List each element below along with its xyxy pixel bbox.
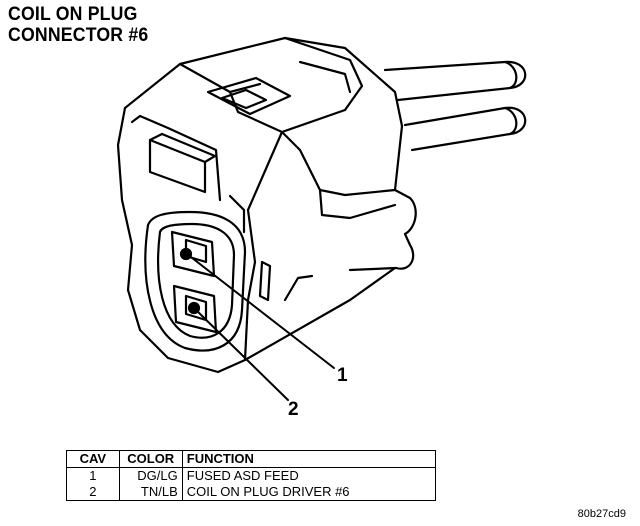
callout-1: 1 xyxy=(337,365,348,386)
cell-function: FUSED ASD FEED xyxy=(181,467,437,484)
header-cav: CAV xyxy=(66,450,120,468)
cell-color: DG/LG xyxy=(118,467,183,484)
connector-front-face xyxy=(116,106,284,374)
cell-cav: 1 xyxy=(66,467,120,484)
connector-housing-top xyxy=(123,36,404,134)
cell-color: TN/LB xyxy=(118,484,183,501)
pinout-table: CAV COLOR FUNCTION 1 DG/LG FUSED ASD FEE… xyxy=(66,450,437,501)
header-function: FUNCTION xyxy=(181,450,437,468)
cell-cav: 2 xyxy=(66,484,120,501)
header-color: COLOR xyxy=(118,450,183,468)
callout-2: 2 xyxy=(288,399,299,420)
table-row: 1 DG/LG FUSED ASD FEED xyxy=(66,467,437,484)
figure-code: 80b27cd9 xyxy=(577,508,626,520)
title-line-2: CONNECTOR #6 xyxy=(8,25,149,46)
table-header-row: CAV COLOR FUNCTION xyxy=(66,450,437,468)
table-row: 2 TN/LB COIL ON PLUG DRIVER #6 xyxy=(66,484,437,501)
cell-function: COIL ON PLUG DRIVER #6 xyxy=(181,484,437,501)
wire-lower xyxy=(403,106,527,152)
leader-line-1 xyxy=(186,253,335,369)
connector-housing-side xyxy=(243,124,417,362)
title-line-1: COIL ON PLUG xyxy=(8,4,138,25)
diagram-title: COIL ON PLUG CONNECTOR #6 xyxy=(8,4,148,46)
leader-line-2 xyxy=(194,308,289,401)
wire-upper xyxy=(383,60,527,102)
